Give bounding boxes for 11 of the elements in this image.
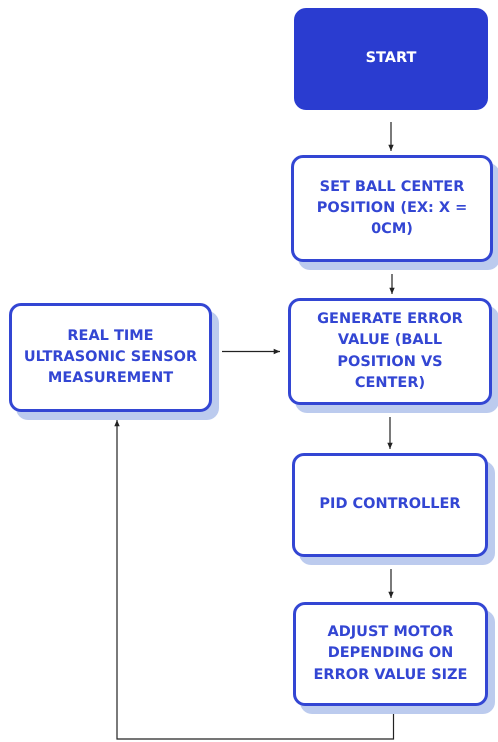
arrow (388, 569, 394, 598)
arrow (387, 417, 393, 449)
box-label: SET BALL CENTER POSITION (EX: X = 0CM) (316, 178, 468, 239)
box-label: GENERATE ERROR VALUE (BALL POSITION VS CENTER) (316, 310, 464, 393)
arrow (388, 122, 394, 151)
box-label: ADJUST MOTOR DEPENDING ON ERROR VALUE SIZE (312, 623, 468, 684)
start-box (294, 8, 488, 110)
box-label: PID CONTROLLER (318, 495, 462, 514)
box-label: REAL TIME ULTRASONIC SENSOR MEASUREMENT (22, 326, 198, 388)
arrow (389, 274, 395, 294)
box-label: START (364, 49, 418, 68)
